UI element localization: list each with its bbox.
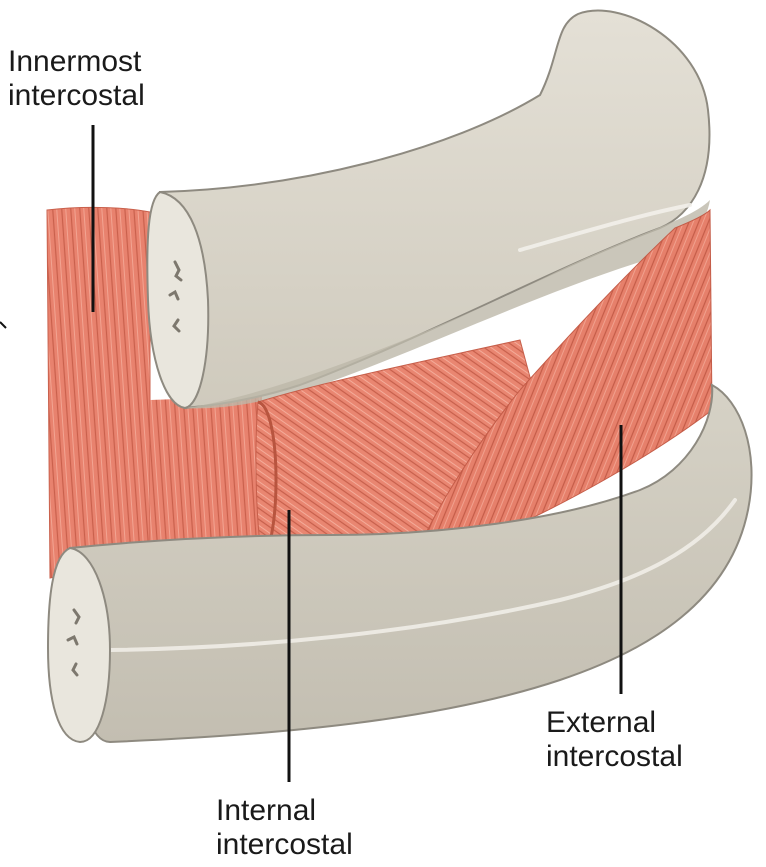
left-edge-tick: [0, 321, 7, 329]
upper-rib-highlight: [518, 203, 692, 252]
lower-rib-marrow: [66, 608, 81, 677]
upper-rib-marrow: [168, 260, 183, 333]
innermost-intercostal-muscle: [46, 206, 151, 579]
external-label-line1: External: [546, 706, 657, 739]
innermost-label-line2: intercostal: [8, 79, 145, 112]
internal-label-line2: intercostal: [216, 828, 353, 861]
internal-intercostal-label: Internal intercostal: [216, 794, 353, 862]
innermost-label-line1: Innermost: [8, 45, 142, 78]
innermost-intercostal-lower: [150, 396, 262, 552]
lower-rib-highlight: [108, 498, 737, 652]
lower-rib: [68, 383, 753, 744]
innermost-intercostal-label: Innermost intercostal: [8, 45, 145, 113]
external-label-line2: intercostal: [546, 740, 683, 773]
external-intercostal-label: External intercostal: [546, 706, 683, 774]
lower-rib-cut-end: [46, 546, 112, 744]
internal-label-line1: Internal: [216, 794, 317, 827]
